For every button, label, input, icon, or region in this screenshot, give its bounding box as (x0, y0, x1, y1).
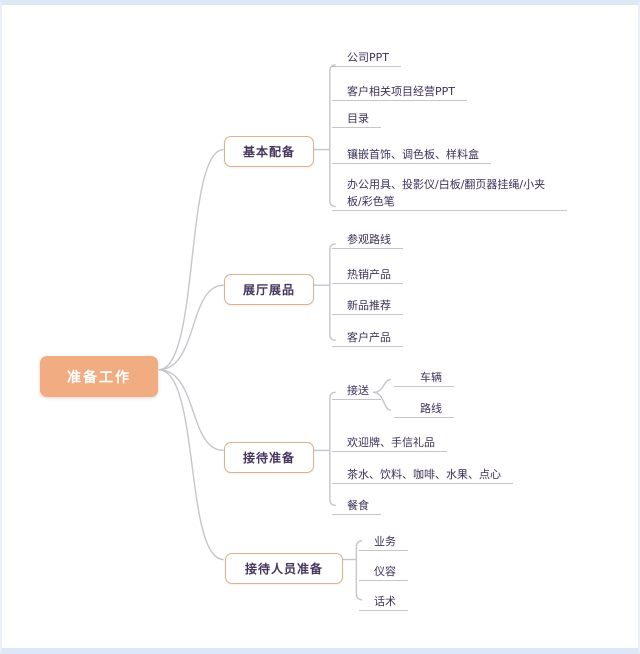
node-grooming[interactable]: 仪容 (359, 563, 408, 581)
node-office-supplies[interactable]: 办公用具、投影仪/白板/翻页器挂绳/小夹板/彩色笔 (332, 176, 567, 211)
node-new-products[interactable]: 新品推荐 (332, 297, 403, 315)
node-meals[interactable]: 餐食 (332, 497, 381, 515)
node-business-knowledge[interactable]: 业务 (359, 533, 408, 551)
node-welcome-sign-gifts[interactable]: 欢迎牌、手信礼品 (332, 434, 447, 452)
connector-root-branch1 (158, 148, 224, 371)
root-node[interactable]: 准备工作 (40, 356, 158, 397)
connector-root-branch3 (158, 369, 224, 452)
connector-root-branch2 (158, 284, 224, 371)
node-pickup[interactable]: 接送 (332, 382, 381, 400)
connector-lines (158, 64, 391, 601)
node-visit-route[interactable]: 参观路线 (332, 231, 403, 249)
branch-basic-equipment[interactable]: 基本配备 (224, 136, 314, 167)
node-client-products[interactable]: 客户产品 (332, 329, 403, 347)
node-jewelry-palette-samples[interactable]: 镶嵌首饰、调色板、样料盒 (332, 146, 491, 164)
node-hot-products[interactable]: 热销产品 (332, 266, 403, 284)
connector-branch2-spine (329, 243, 336, 341)
branch-showroom-exhibits[interactable]: 展厅展品 (224, 274, 314, 305)
node-catalog[interactable]: 目录 (332, 110, 381, 128)
node-vehicle[interactable]: 车辆 (394, 369, 454, 387)
branch-reception-staff-prep[interactable]: 接待人员准备 (225, 553, 343, 584)
node-company-ppt[interactable]: 公司PPT (332, 49, 401, 67)
node-refreshments[interactable]: 茶水、饮料、咖啡、水果、点心 (332, 466, 513, 484)
node-route[interactable]: 路线 (394, 400, 454, 418)
connector-root-branch4 (158, 369, 224, 561)
node-speech-skills[interactable]: 话术 (359, 593, 408, 611)
node-client-project-ppt[interactable]: 客户相关项目经营PPT (332, 83, 467, 101)
branch-reception-prep[interactable]: 接待准备 (224, 442, 314, 473)
